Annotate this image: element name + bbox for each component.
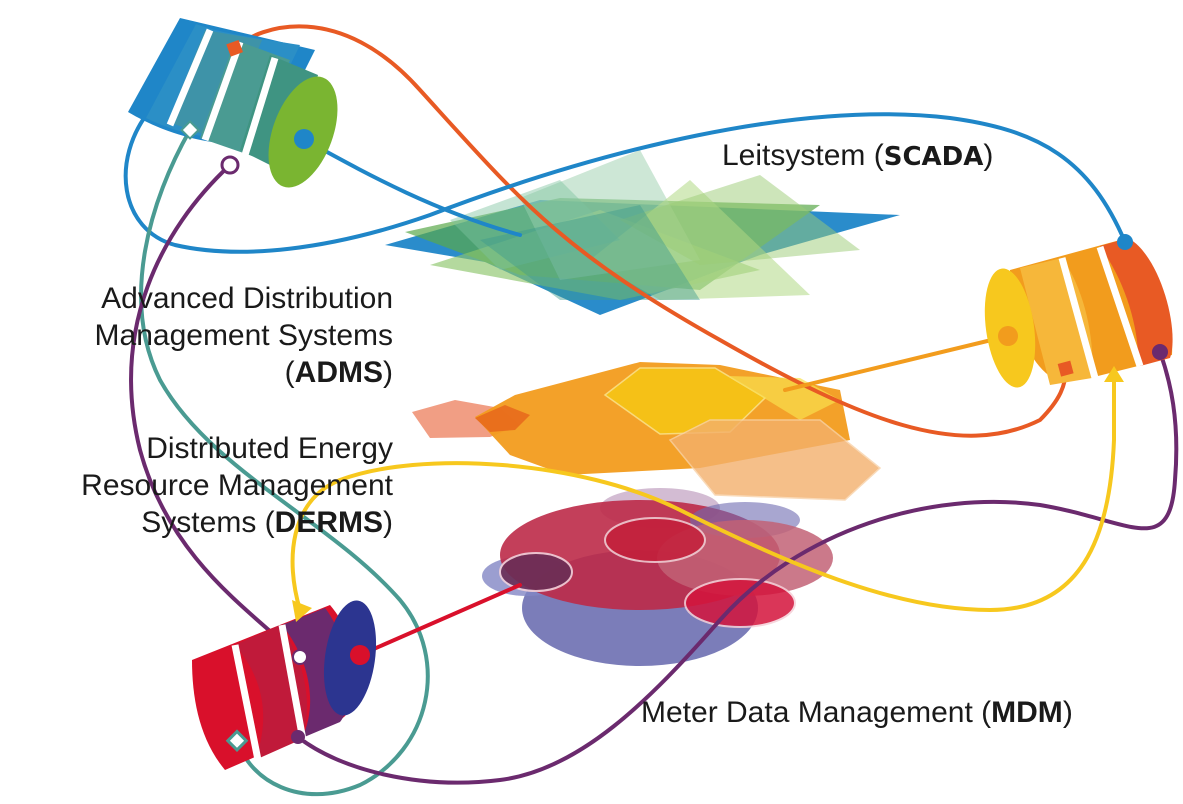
curve-blue-b	[123, 108, 1127, 254]
marker-blue-dot-right	[1117, 234, 1133, 250]
scada-layer-shapes	[385, 150, 900, 315]
marker-purple-dot-right	[1152, 344, 1168, 360]
marker-blue-dot-green	[294, 129, 314, 149]
marker-teal-diamond-top	[180, 120, 200, 140]
marker-orange-square-top	[226, 39, 243, 57]
curve-orange	[233, 24, 1068, 438]
curve-purple-b	[296, 350, 1179, 785]
link-adms	[783, 334, 1010, 392]
curve-purple-a	[129, 163, 302, 660]
label-derms: Distributed Energy Resource Management S…	[81, 432, 393, 539]
label-scada: Leitsystem (SCADA)	[722, 139, 994, 172]
cylinder-bottom-left	[192, 600, 377, 770]
cylinder-right	[984, 238, 1173, 388]
label-mdm: Meter Data Management (MDM)	[641, 696, 1073, 729]
curve-teal	[139, 128, 430, 797]
marker-orange-dot-right	[998, 326, 1018, 346]
marker-purple-dot-bottom	[291, 730, 305, 744]
label-adms: Advanced Distribution Management Systems…	[94, 282, 393, 389]
marker-teal-diamond-bottom	[225, 729, 249, 753]
marker-red-dot-bottom	[350, 645, 370, 665]
adms-layer-shapes	[412, 362, 882, 501]
curve-yellow	[290, 373, 1116, 613]
connection-curves	[123, 24, 1179, 797]
mdm-layer-shapes	[482, 488, 833, 666]
link-mdm	[358, 583, 522, 657]
marker-yellow-arrow-bottom	[292, 600, 312, 622]
marker-purple-circle-top	[220, 155, 240, 175]
connection-markers	[180, 39, 1168, 753]
marker-white-circle-bottom	[292, 649, 308, 665]
marker-orange-square-right	[1057, 360, 1074, 377]
marker-yellow-arrow-right	[1104, 366, 1124, 382]
